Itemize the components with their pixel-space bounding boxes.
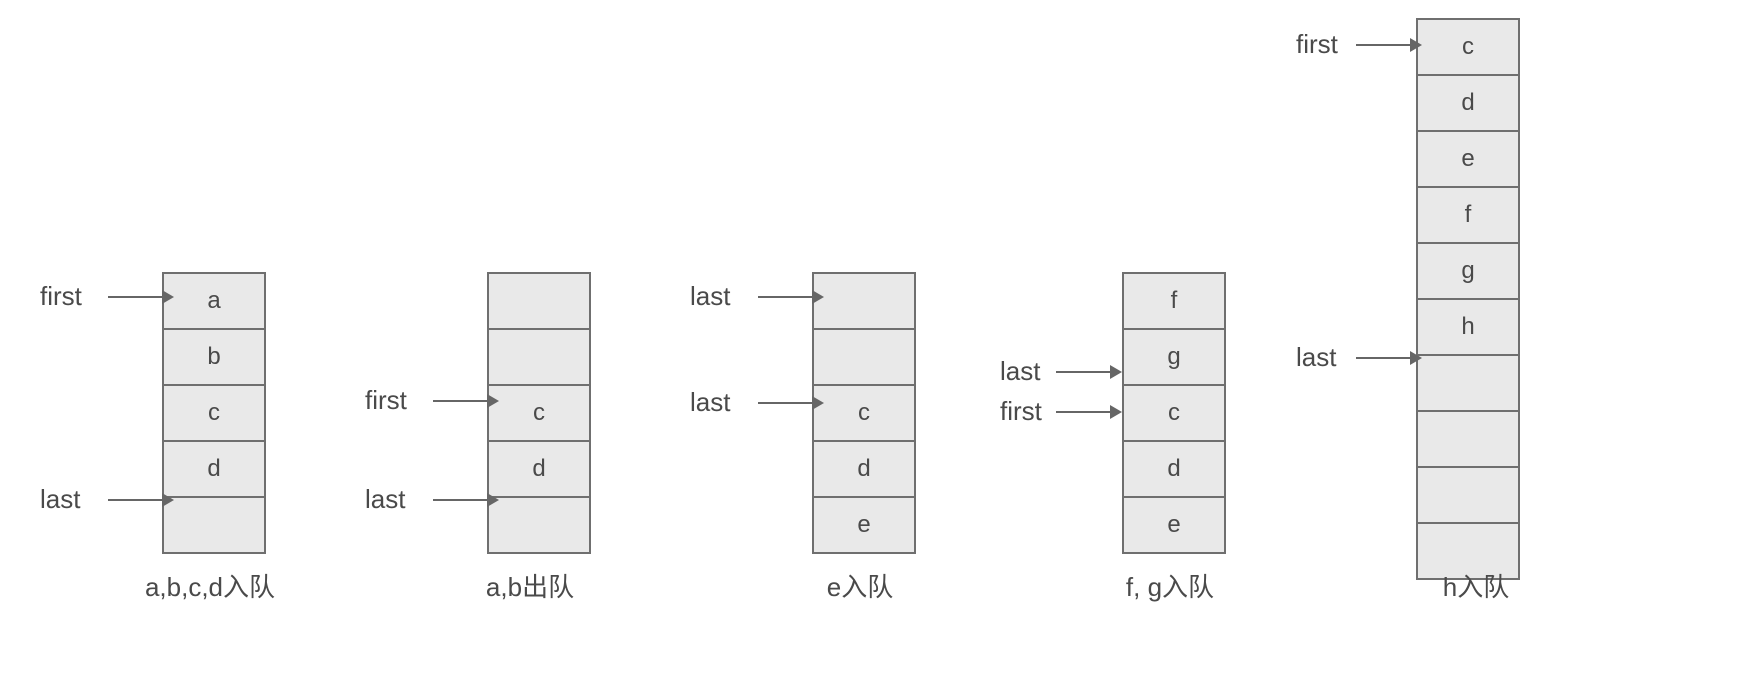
arrow-right-icon [758, 289, 824, 304]
panel-caption: f, g入队 [1125, 572, 1215, 602]
queue-cell: d [814, 440, 914, 496]
pointer-last: last [1000, 356, 1122, 387]
queue-cell: c [1418, 20, 1518, 74]
pointer-first: first [40, 281, 174, 312]
queue-cell: g [1124, 328, 1224, 384]
arrow-right-icon [1356, 350, 1422, 365]
queue-cell: e [1418, 130, 1518, 186]
queue-cell: c [489, 384, 589, 440]
queue-cell [1418, 522, 1518, 578]
queue-cell [489, 274, 589, 328]
queue-cell [164, 496, 264, 552]
queue-cell: a [164, 274, 264, 328]
arrow-right-icon [1056, 404, 1122, 419]
queue-cell: h [1418, 298, 1518, 354]
panel-caption: a,b,c,d入队 [144, 572, 276, 602]
pointer-label: last [690, 281, 731, 311]
pointer-last: last [40, 484, 174, 515]
queue-cells: c d e f g h [1416, 18, 1520, 580]
queue-cells: c d [487, 272, 591, 554]
queue-cell [1418, 354, 1518, 410]
pointer-label: last [40, 484, 81, 514]
queue-cell: g [1418, 242, 1518, 298]
panel-caption: h入队 [1442, 572, 1510, 602]
queue-cell: c [164, 384, 264, 440]
queue-cell [814, 274, 914, 328]
queue-cell [1418, 466, 1518, 522]
pointer-last: last [365, 484, 499, 515]
queue-cell [1418, 410, 1518, 466]
queue-cell: d [164, 440, 264, 496]
pointer-first: first [1000, 396, 1122, 427]
pointer-last: last [690, 281, 824, 312]
queue-cells: c d e [812, 272, 916, 554]
arrow-right-icon [108, 289, 174, 304]
queue-cell: e [1124, 496, 1224, 552]
pointer-label: last [1000, 356, 1041, 386]
queue-cell: b [164, 328, 264, 384]
queue-cell [489, 496, 589, 552]
pointer-first: first [365, 385, 499, 416]
queue-cell: e [814, 496, 914, 552]
arrow-right-icon [108, 492, 174, 507]
queue-cell [489, 328, 589, 384]
pointer-last: last [690, 387, 824, 418]
queue-cell: f [1418, 186, 1518, 242]
queue-cells: a b c d [162, 272, 266, 554]
queue-cell: d [489, 440, 589, 496]
queue-cell: c [814, 384, 914, 440]
queue-cell: f [1124, 274, 1224, 328]
arrow-right-icon [433, 393, 499, 408]
queue-cell: c [1124, 384, 1224, 440]
arrow-right-icon [1056, 364, 1122, 379]
pointer-first: first [1296, 29, 1422, 60]
pointer-label: first [1296, 29, 1338, 59]
arrow-right-icon [758, 395, 824, 410]
panel-caption: a,b出队 [485, 572, 575, 602]
pointer-label: last [1296, 342, 1337, 372]
queue-cells: f g c d e [1122, 272, 1226, 554]
queue-cell [814, 328, 914, 384]
queue-cell: d [1418, 74, 1518, 130]
pointer-label: first [365, 385, 407, 415]
pointer-label: first [40, 281, 82, 311]
panel-caption: e入队 [826, 572, 894, 602]
pointer-last: last [1296, 342, 1422, 373]
pointer-label: last [365, 484, 406, 514]
queue-cell: d [1124, 440, 1224, 496]
arrow-right-icon [1356, 37, 1422, 52]
arrow-right-icon [433, 492, 499, 507]
pointer-label: last [690, 387, 731, 417]
pointer-label: first [1000, 396, 1042, 426]
